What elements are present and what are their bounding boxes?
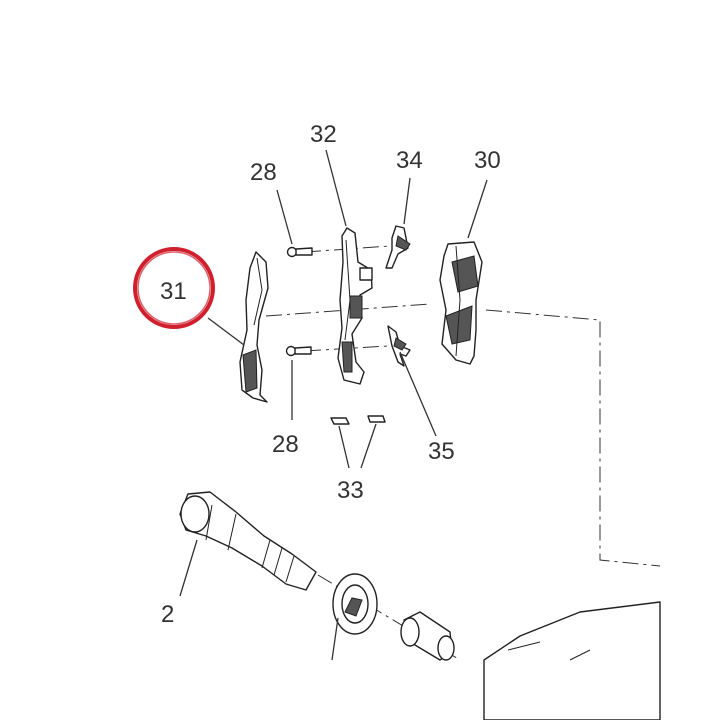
callout-35: 35 (428, 438, 455, 465)
part-32-switch-body[interactable] (337, 227, 373, 385)
highlight-circle (133, 247, 215, 329)
callout-labels: 31 32 28 34 30 28 35 33 2 (160, 121, 501, 628)
callout-2: 2 (161, 601, 174, 628)
part-33-pads[interactable] (330, 415, 386, 425)
leader-lines (179, 149, 488, 661)
callout-31: 31 (160, 278, 187, 305)
housing-body[interactable] (483, 601, 661, 720)
part-28-screw-lower[interactable] (285, 345, 312, 357)
callout-34: 34 (396, 147, 423, 174)
callout-32: 32 (310, 121, 337, 148)
part-28-screw-upper[interactable] (286, 246, 313, 258)
part-31-cover[interactable] (239, 251, 269, 403)
part-35-clip[interactable] (387, 325, 411, 367)
callout-30: 30 (474, 147, 501, 174)
callout-33: 33 (337, 477, 364, 504)
part-30-lever[interactable] (439, 241, 483, 365)
part-2-shaft[interactable] (179, 491, 317, 591)
callout-28-upper: 28 (250, 159, 277, 186)
bearing-ring[interactable] (332, 573, 378, 635)
part-34-clip[interactable] (385, 225, 411, 269)
callout-28-lower: 28 (272, 431, 299, 458)
bushing[interactable] (400, 611, 455, 661)
